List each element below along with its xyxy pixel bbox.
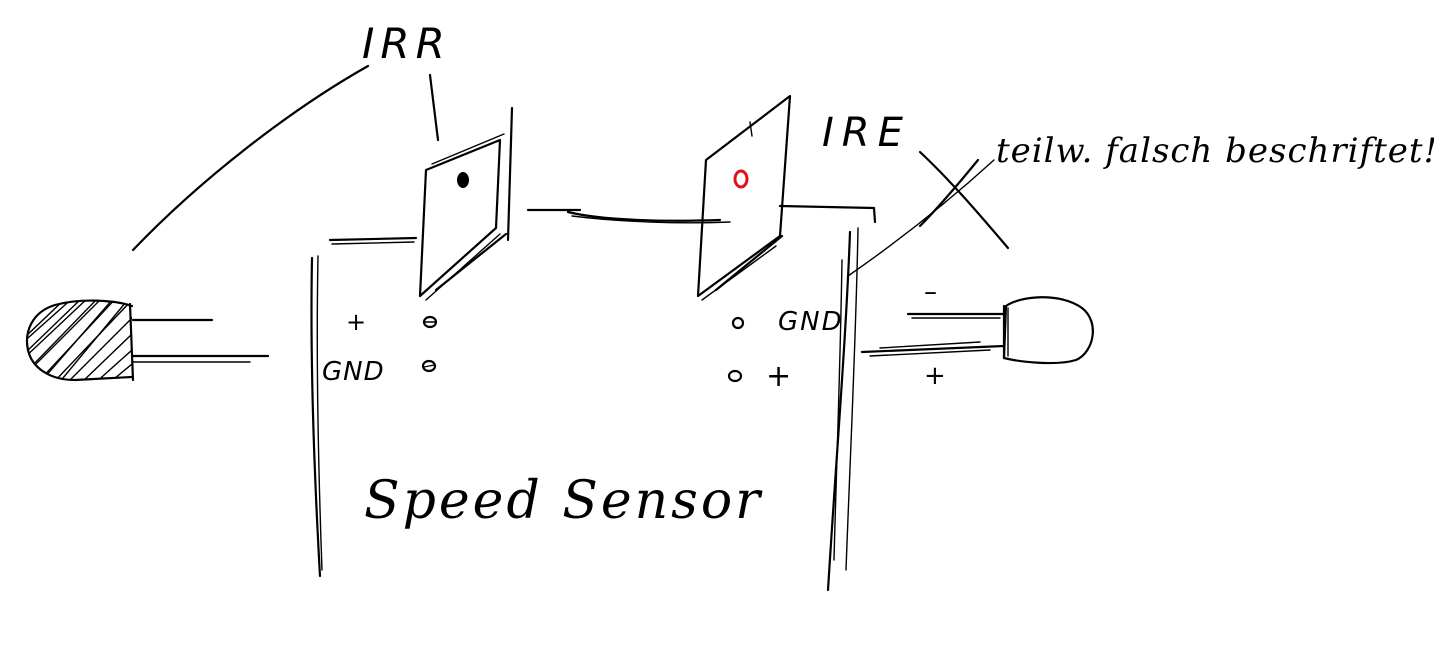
label-right-plus: + <box>766 359 791 394</box>
sensor-board-outline <box>310 204 877 592</box>
label-left-gnd: GND <box>322 357 385 387</box>
receiver-component <box>26 299 270 382</box>
label-ire: IRE <box>822 110 911 156</box>
label-irr: IRR <box>362 19 451 68</box>
label-led-plus: + <box>924 361 946 391</box>
label-left-plus: + <box>346 308 366 336</box>
emitter-fork-panel <box>696 94 792 301</box>
irr-leader-lines <box>131 64 440 252</box>
label-right-gnd: GND <box>778 307 844 337</box>
label-title: Speed Sensor <box>364 471 763 531</box>
emitter-red-dot <box>733 169 749 189</box>
ire-cross-out <box>847 150 1010 277</box>
label-led-minus: – <box>924 277 937 307</box>
pin-pads <box>421 315 745 383</box>
label-note: teilw. falsch beschriftet! <box>996 131 1434 171</box>
emitter-led-component <box>860 296 1094 365</box>
receiver-fork-panel <box>418 106 514 301</box>
receiver-dot <box>457 172 469 188</box>
receiver-hatching <box>27 300 132 380</box>
